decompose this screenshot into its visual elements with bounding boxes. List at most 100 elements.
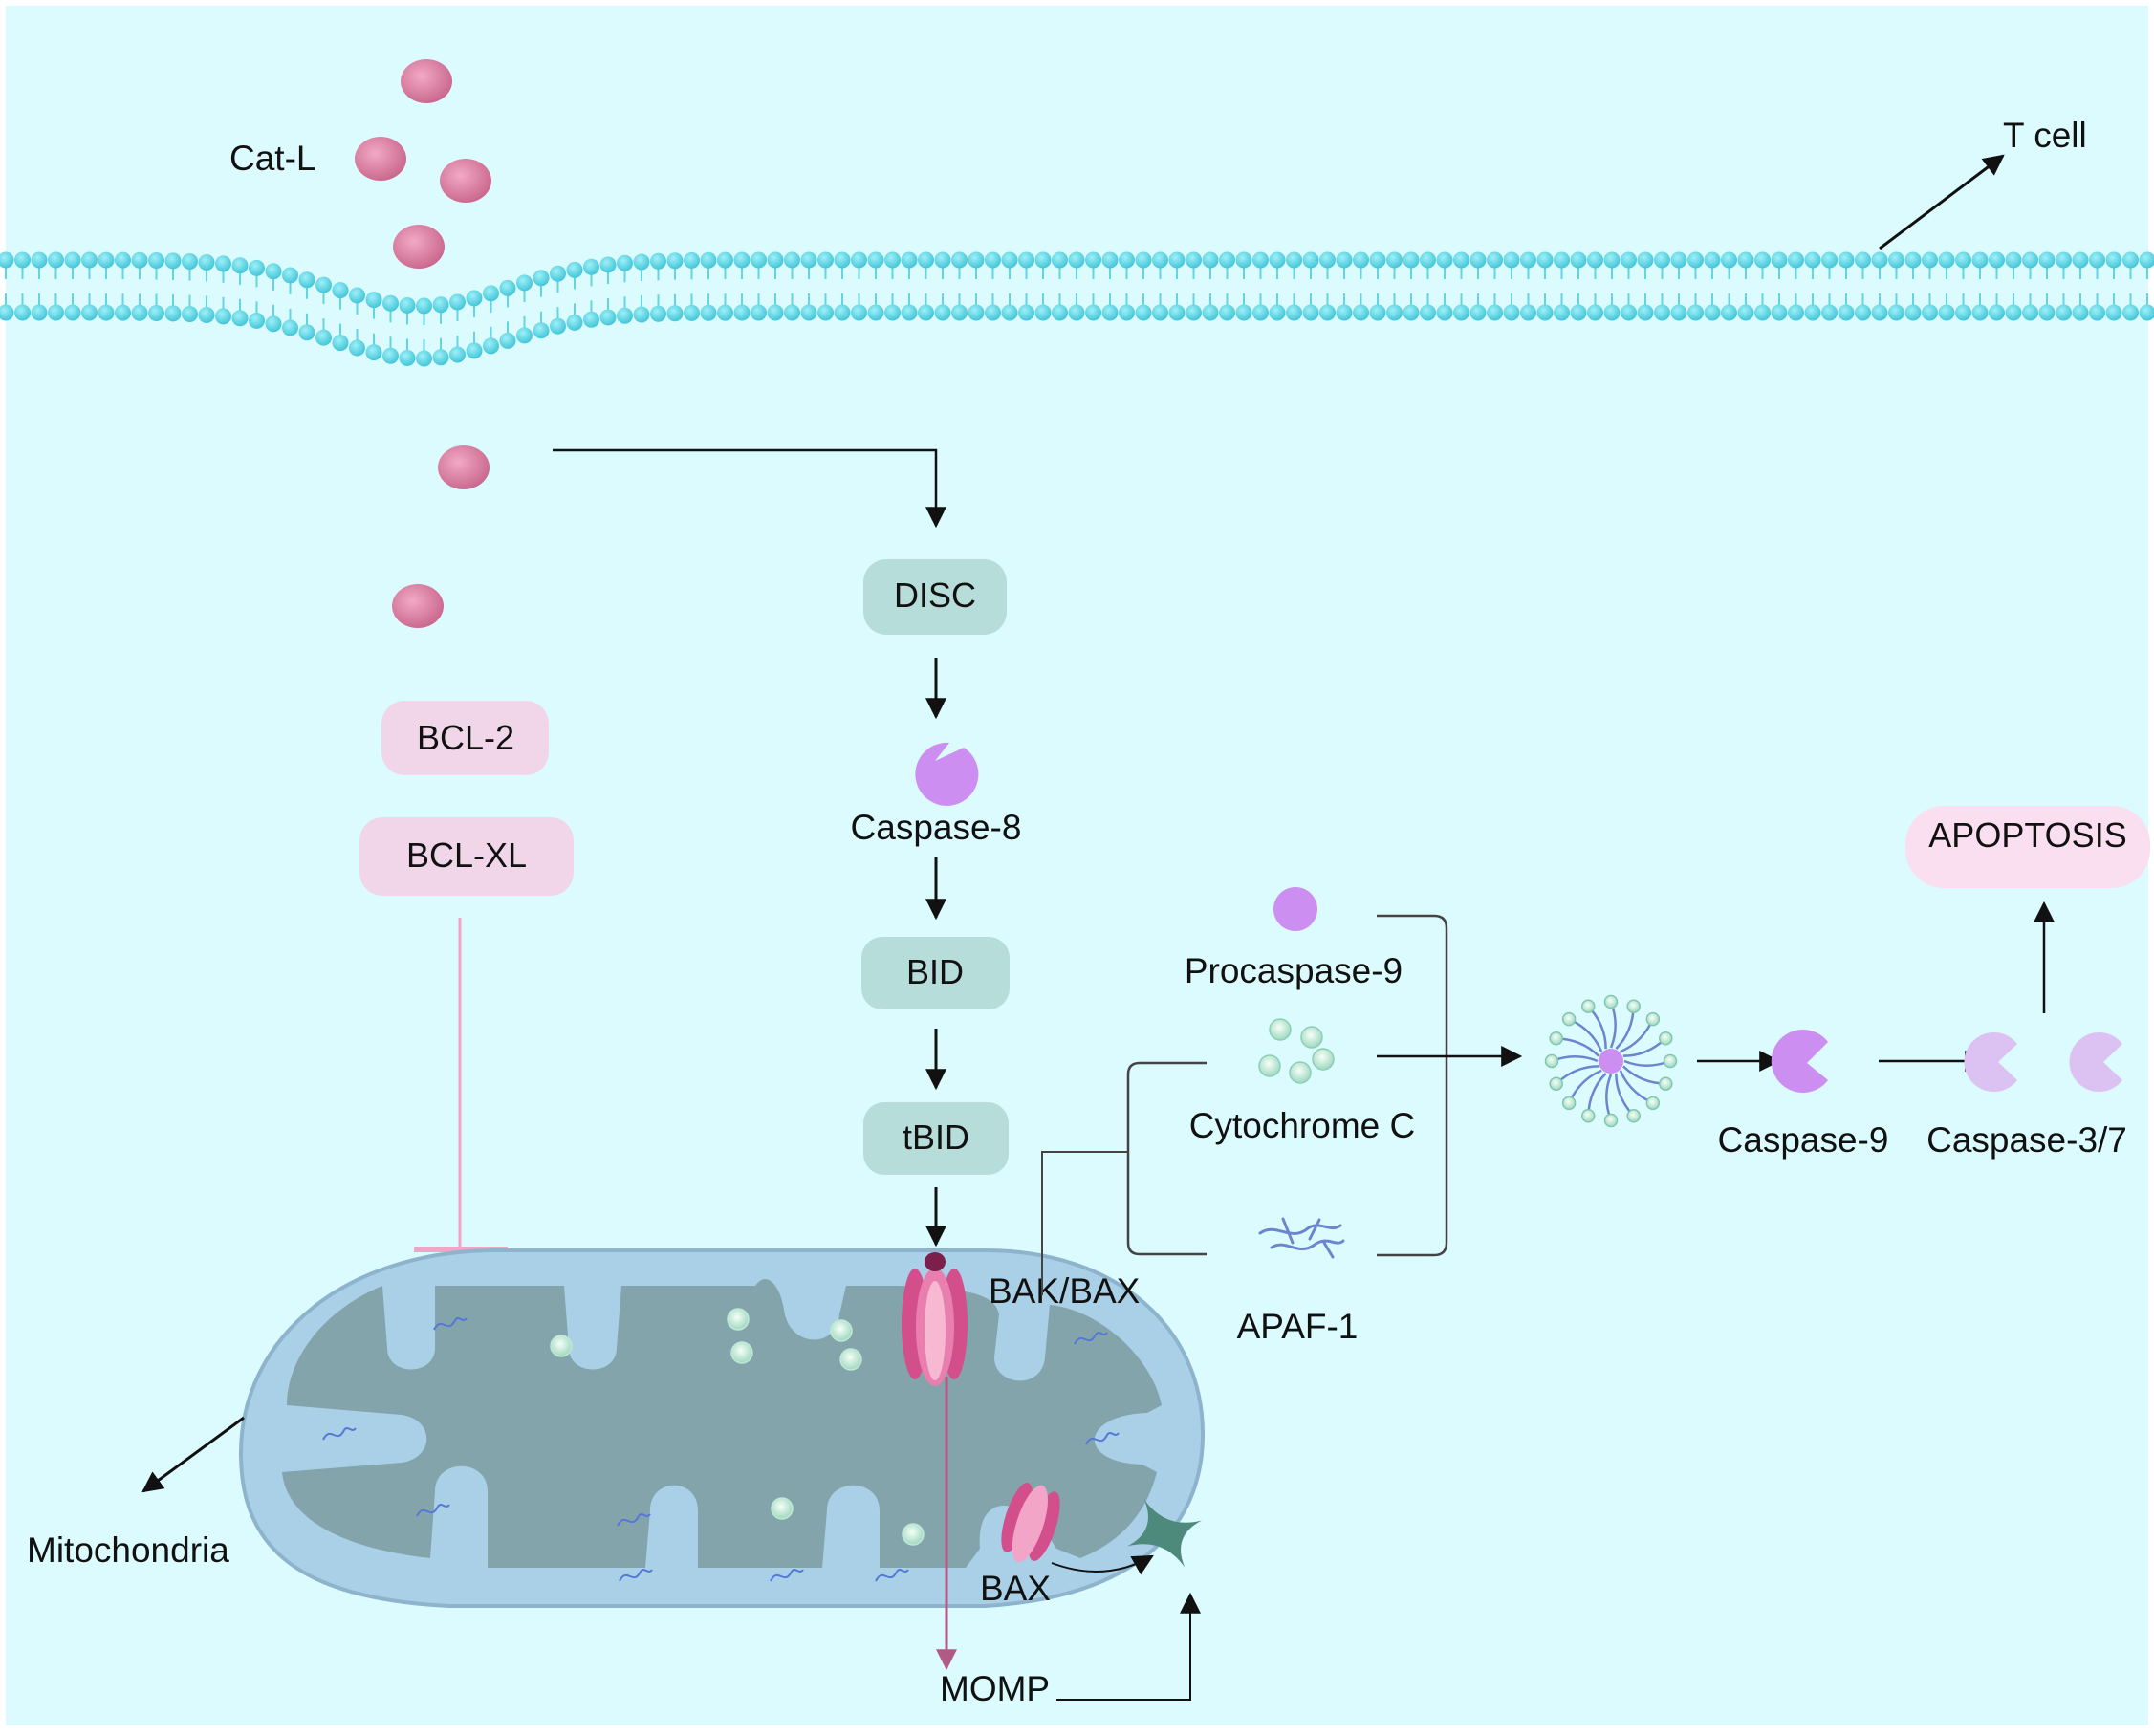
apoptosome-cytochrome: [1627, 1110, 1640, 1122]
lipid-head: [500, 333, 516, 349]
lipid-head: [32, 305, 48, 321]
disc-label: DISC: [894, 575, 976, 615]
lipid-head: [768, 252, 784, 269]
cytochrome-c-dot: [840, 1349, 861, 1370]
lipid-head: [650, 253, 666, 270]
lipid-head: [2122, 252, 2139, 269]
lipid-head: [1788, 252, 1804, 269]
lipid-head: [1035, 305, 1052, 321]
lipid-head: [1002, 305, 1018, 321]
lipid-head: [1453, 305, 1469, 321]
lipid-head: [215, 255, 231, 271]
lipid-head: [1002, 252, 1018, 269]
lipid-head: [1319, 305, 1336, 321]
lipid-head: [115, 252, 131, 269]
lipid-head: [1169, 252, 1186, 269]
lipid-head: [868, 252, 884, 269]
lipid-head: [315, 277, 332, 293]
lipid-head: [1621, 252, 1637, 269]
lipid-head: [65, 305, 81, 321]
lipid-head: [567, 315, 583, 331]
lipid-head: [1386, 252, 1403, 269]
lipid-head: [382, 348, 399, 364]
lipid-head: [667, 252, 684, 269]
lipid-head: [2056, 305, 2072, 321]
lipid-head: [2039, 305, 2056, 321]
lipid-head: [1487, 252, 1503, 269]
lipid-head: [1772, 305, 1788, 321]
lipid-head: [81, 252, 98, 269]
lipid-head: [199, 307, 215, 323]
lipid-head: [1939, 305, 1955, 321]
lipid-head: [1403, 252, 1420, 269]
lipid-head: [282, 267, 298, 283]
lipid-head: [266, 263, 282, 279]
lipid-head: [1705, 252, 1721, 269]
lipid-head: [868, 305, 884, 321]
cytochrome-c-dot: [731, 1342, 752, 1363]
lipid-head: [1939, 252, 1955, 269]
lipid-head: [717, 252, 733, 269]
lipid-head: [600, 309, 617, 325]
lipid-head: [583, 259, 599, 275]
lipid-head: [1738, 252, 1754, 269]
lipid-head: [1671, 305, 1687, 321]
apoptosome-cytochrome: [1646, 1013, 1659, 1026]
lipid-head: [550, 318, 566, 335]
lipid-head: [1955, 305, 1971, 321]
lipid-head: [717, 305, 733, 321]
lipid-head: [1252, 252, 1269, 269]
lipid-head: [1821, 305, 1838, 321]
lipid-head: [583, 312, 599, 328]
lipid-head: [1052, 305, 1068, 321]
lipid-head: [902, 252, 918, 269]
lipid-head: [1203, 252, 1219, 269]
lipid-head: [1286, 252, 1302, 269]
lipid-head: [433, 349, 449, 365]
lipid-head: [148, 305, 164, 321]
lipid-head: [1337, 305, 1353, 321]
lipid-head: [935, 305, 951, 321]
lipid-head: [1571, 252, 1587, 269]
lipid-head: [1303, 252, 1319, 269]
lipid-head: [1504, 305, 1520, 321]
lipid-head: [1989, 305, 2005, 321]
lipid-head: [1386, 305, 1403, 321]
lipid-head: [2022, 305, 2038, 321]
lipid-head: [48, 305, 64, 321]
apoptosome-cytochrome: [1563, 1013, 1576, 1026]
cytochrome-c-dot: [772, 1498, 793, 1519]
lipid-head: [483, 337, 499, 354]
lipid-head: [1705, 305, 1721, 321]
lipid-head: [232, 257, 249, 273]
lipid-head: [1236, 305, 1252, 321]
apoptosome-cytochrome: [1605, 1115, 1618, 1127]
lipid-head: [1219, 305, 1235, 321]
lipid-head: [1203, 305, 1219, 321]
lipid-head: [851, 305, 867, 321]
lipid-head: [98, 252, 115, 269]
lipid-head: [1152, 305, 1168, 321]
apoptosome-cytochrome: [1646, 1096, 1659, 1109]
lipid-head: [315, 330, 332, 346]
cat-l-particle: [440, 159, 491, 203]
lipid-head: [1654, 305, 1670, 321]
lipid-head: [1571, 305, 1587, 321]
lipid-head: [1587, 305, 1603, 321]
lipid-head: [1972, 305, 1989, 321]
lipid-head: [400, 350, 416, 366]
lipid-head: [1604, 305, 1621, 321]
apoptosome-cytochrome: [1627, 1000, 1640, 1012]
lipid-head: [968, 252, 985, 269]
lipid-head: [516, 327, 533, 343]
bak-bax-channel-icon: [902, 1252, 968, 1386]
apoptosome-cytochrome: [1660, 1077, 1672, 1090]
lipid-head: [299, 271, 315, 288]
lipid-head: [333, 282, 349, 298]
lipid-head: [1754, 305, 1771, 321]
lipid-head: [1119, 305, 1135, 321]
lipid-head: [1052, 252, 1068, 269]
lipid-head: [935, 252, 951, 269]
lipid-head: [1085, 252, 1101, 269]
procaspase-9-icon: [1273, 887, 1317, 931]
